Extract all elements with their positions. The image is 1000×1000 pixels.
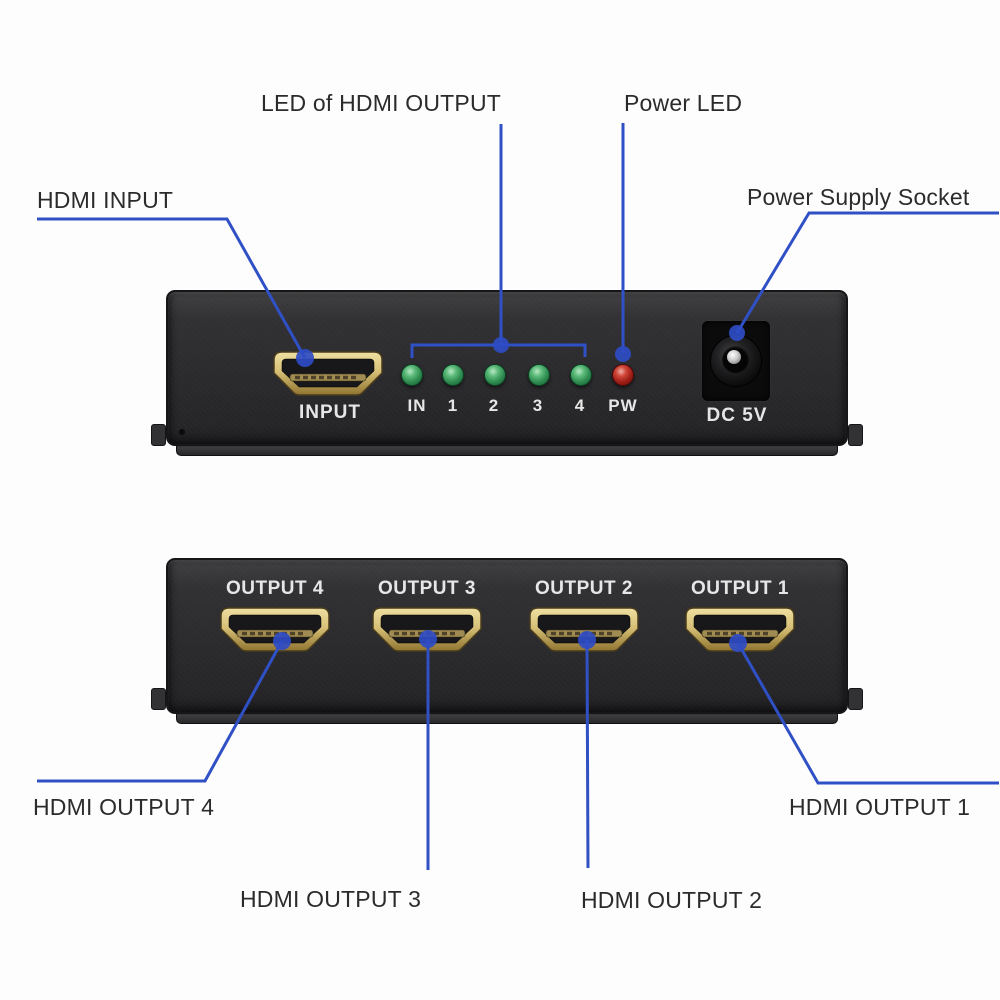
led-label-2: 2 [488, 396, 500, 415]
rear-case-left-tab [151, 688, 166, 710]
label-power-led: Power LED [624, 90, 743, 116]
hdmi-output-port-1 [685, 607, 795, 652]
led-label-3: 3 [532, 396, 544, 415]
led-label-1: 1 [447, 396, 459, 415]
led-2 [484, 364, 506, 386]
dc-socket-label: DC 5V [706, 405, 768, 426]
output1-port-label: OUTPUT 1 [691, 578, 789, 599]
label-hdmi-output-1: HDMI OUTPUT 1 [789, 794, 971, 820]
label-led-of-hdmi-output: LED of HDMI OUTPUT [261, 90, 502, 116]
led-label-pw: PW [608, 396, 638, 415]
hdmi-output-port-2 [529, 607, 639, 652]
front-case-left-tab [151, 424, 166, 446]
hdmi-input-port [273, 351, 383, 396]
label-hdmi-output-4: HDMI OUTPUT 4 [33, 794, 215, 820]
label-hdmi-input: HDMI INPUT [37, 187, 174, 213]
dc-socket-pin [727, 350, 741, 364]
output3-port-label: OUTPUT 3 [378, 578, 476, 599]
input-port-label: INPUT [299, 402, 361, 423]
front-case-right-tab [848, 424, 863, 446]
led-in [401, 364, 423, 386]
led-3 [528, 364, 550, 386]
label-hdmi-output-2: HDMI OUTPUT 2 [581, 887, 763, 913]
output4-port-label: OUTPUT 4 [226, 578, 324, 599]
label-hdmi-output-3: HDMI OUTPUT 3 [240, 886, 422, 912]
led-1 [442, 364, 464, 386]
label-power-supply-socket: Power Supply Socket [747, 184, 970, 210]
front-screw-hole [179, 429, 185, 435]
hdmi-output-port-3 [372, 607, 482, 652]
output2-port-label: OUTPUT 2 [535, 578, 633, 599]
hdmi-output-port-4 [220, 607, 330, 652]
led-4 [570, 364, 592, 386]
led-power [612, 364, 634, 386]
led-label-4: 4 [574, 396, 586, 415]
led-label-in: IN [407, 396, 427, 415]
rear-case-right-tab [848, 688, 863, 710]
